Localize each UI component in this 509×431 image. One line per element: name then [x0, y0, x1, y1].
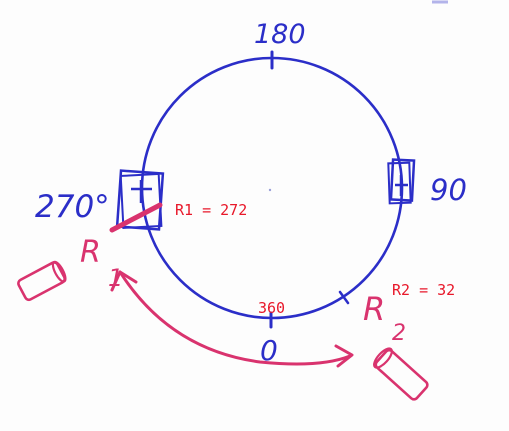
label-90: 90 — [430, 173, 467, 207]
marker-90 — [387, 158, 416, 205]
receiver-device-icon — [373, 347, 429, 401]
bearing-circle — [140, 56, 404, 320]
tick-bottom-right — [338, 290, 350, 305]
label-270: 270° — [35, 189, 110, 225]
label-360: 360 — [258, 299, 285, 317]
label-180: 180 — [254, 19, 306, 50]
label-0: 0 — [260, 334, 278, 367]
r2-subscript: 2 — [392, 321, 406, 346]
r1-subscript: 1 — [108, 264, 123, 292]
center-dot — [268, 188, 272, 192]
marker-270 — [115, 169, 165, 231]
r1-bearing-line — [109, 202, 163, 233]
r1-letter: R — [80, 235, 101, 270]
r1-reading: R1 = 272 — [175, 201, 247, 219]
double-arrow-arc-icon — [110, 270, 354, 368]
receiver-device-icon — [17, 260, 67, 302]
r2-letter: R — [363, 290, 385, 328]
r2-reading: R2 = 32 — [392, 281, 455, 299]
